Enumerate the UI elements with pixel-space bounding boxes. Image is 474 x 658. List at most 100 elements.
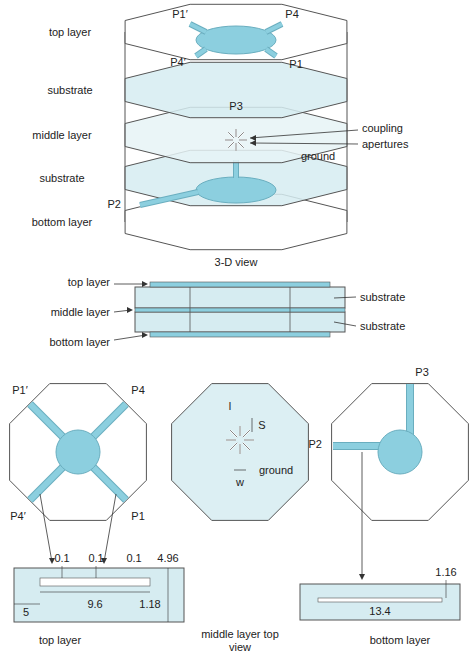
bottom-layer-detail (300, 584, 460, 620)
ground-plan (172, 384, 309, 521)
text-label: 5 (23, 606, 29, 619)
feed-line-edge (140, 192, 198, 205)
text-label: P1′ (172, 8, 188, 21)
text-label: ground (301, 150, 335, 163)
leader-line (362, 452, 363, 578)
text-label: middle layer (51, 306, 110, 319)
middle-layer-section (135, 308, 345, 312)
top-layer-face (125, 4, 347, 59)
aperture-slot (228, 132, 234, 138)
text-label: P3 (415, 366, 428, 379)
text-label: P2 (309, 438, 322, 451)
aperture-outline (236, 129, 237, 137)
dimension-line (62, 566, 63, 578)
dimension-line (252, 418, 253, 432)
top-layer-section (150, 282, 330, 287)
aperture-slot (239, 444, 241, 454)
strip-slot (318, 598, 442, 602)
text-label: bottom layer (32, 216, 93, 229)
aperture-outline (226, 440, 236, 441)
aperture-outline (238, 142, 244, 148)
section-divider (290, 287, 291, 332)
text-label: w (236, 476, 244, 489)
substrate-face (125, 62, 347, 117)
arrow-head (250, 140, 256, 146)
dimension-line (14, 604, 40, 605)
dimension-line (234, 470, 246, 471)
aperture-slot (238, 142, 244, 148)
text-label: 9.6 (87, 598, 102, 611)
dimension-line (446, 580, 447, 598)
aperture-outline (228, 142, 234, 148)
top-patch (196, 26, 276, 54)
leader-line (334, 297, 356, 298)
aperture-outline (230, 430, 237, 437)
feed-line (266, 49, 276, 56)
text-label: ground (259, 464, 293, 477)
text-label: 0.1 (54, 552, 69, 565)
substrate-section (135, 312, 345, 332)
arrow-head (127, 307, 133, 313)
aperture-outline (225, 140, 233, 141)
aperture-slot (239, 426, 241, 436)
text-label: P1 (289, 58, 302, 71)
feed-line-edge (196, 49, 206, 56)
bottom-layer-plan (332, 384, 469, 521)
leader-line (40, 494, 52, 562)
arrow-head (142, 332, 148, 338)
feed-line-edge (266, 49, 276, 56)
text-label: P4 (131, 384, 144, 397)
text-label: bottom layer (50, 336, 111, 349)
aperture-outline (240, 426, 241, 436)
text-label: 3-D view (215, 256, 258, 269)
leader-line (334, 322, 356, 326)
leader-line (114, 284, 146, 285)
bottom-patch (196, 177, 276, 203)
aperture-outline (230, 443, 237, 450)
dimension-line (96, 566, 97, 578)
text-label: middle layer top view (197, 628, 283, 654)
top-layer-plan (10, 384, 147, 521)
aperture-outline (236, 143, 237, 151)
leader-line (104, 494, 116, 562)
aperture-slot (225, 139, 233, 141)
text-label: 1.16 (435, 566, 456, 579)
text-label: P2 (108, 198, 121, 211)
arrow-head (49, 558, 55, 564)
top-layer-detail (14, 568, 184, 622)
text-label: middle layer (32, 129, 91, 142)
strip-slot (40, 578, 150, 586)
dimension-line (40, 592, 150, 593)
text-label: coupling (362, 122, 403, 135)
text-label: l (229, 400, 231, 413)
top-patch (56, 430, 100, 474)
arrow-head (142, 281, 148, 287)
arrow-head (359, 574, 365, 580)
aperture-slot (239, 139, 247, 141)
bottom-patch (378, 430, 422, 474)
text-label: S (258, 419, 265, 432)
aperture-slot (230, 430, 237, 437)
leader-line (114, 335, 146, 340)
feed-line-edge (190, 24, 206, 32)
text-label: P4′ (170, 56, 186, 69)
text-label: top layer (39, 634, 81, 647)
aperture-outline (243, 430, 250, 437)
feed-line-edge (266, 24, 282, 32)
aperture-slot (243, 443, 250, 450)
aperture-outline (238, 132, 244, 138)
leader-line (250, 143, 358, 144)
text-label: 1.18 (139, 598, 160, 611)
text-label: top layer (49, 26, 91, 39)
bottom-layer-section (150, 332, 330, 337)
substrate-section (135, 287, 345, 308)
aperture-slot (238, 132, 244, 138)
text-label: P4′ (10, 510, 26, 523)
leader-line (250, 130, 358, 138)
feed-line (266, 24, 282, 32)
text-label: 13.4 (369, 605, 390, 618)
aperture-outline (239, 140, 247, 141)
aperture-slot (230, 443, 237, 450)
section-divider (190, 287, 191, 332)
